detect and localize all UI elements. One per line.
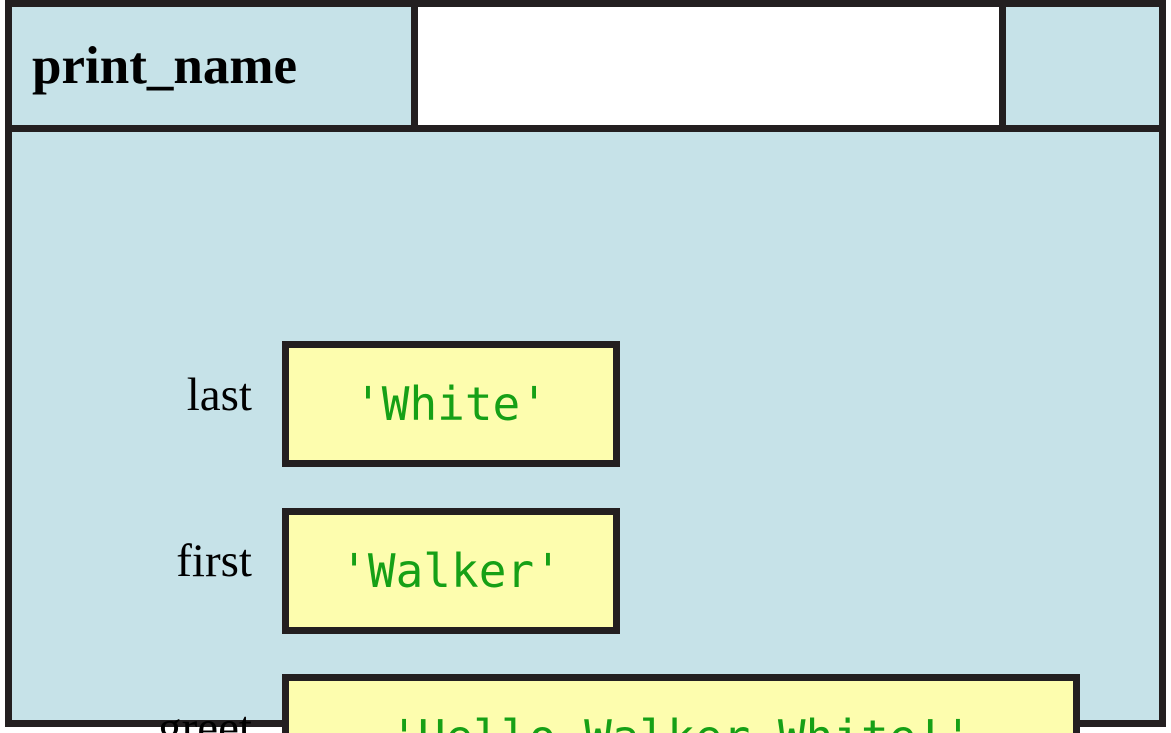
variable-value-box-first: 'Walker' bbox=[282, 508, 620, 634]
frame-name-box: print_name bbox=[5, 0, 418, 132]
variable-value-box-last: 'White' bbox=[282, 341, 620, 467]
frame-top-rule bbox=[5, 0, 1166, 7]
frame-counter-box bbox=[999, 0, 1166, 132]
variable-value-greet: 'Hello Walker White!' bbox=[390, 714, 972, 733]
variable-value-last: 'White' bbox=[354, 377, 548, 431]
variable-value-first: 'Walker' bbox=[340, 544, 562, 598]
frame-name-label: print_name bbox=[32, 36, 297, 95]
variable-name-first: first bbox=[176, 535, 252, 587]
variable-value-box-greet: 'Hello Walker White!' bbox=[282, 674, 1080, 733]
frame-body: last 'White' first 'Walker' greet 'Hello Wa… bbox=[5, 125, 1166, 733]
variable-name-last: last bbox=[186, 369, 252, 421]
variable-name-greet: greet bbox=[158, 702, 252, 733]
